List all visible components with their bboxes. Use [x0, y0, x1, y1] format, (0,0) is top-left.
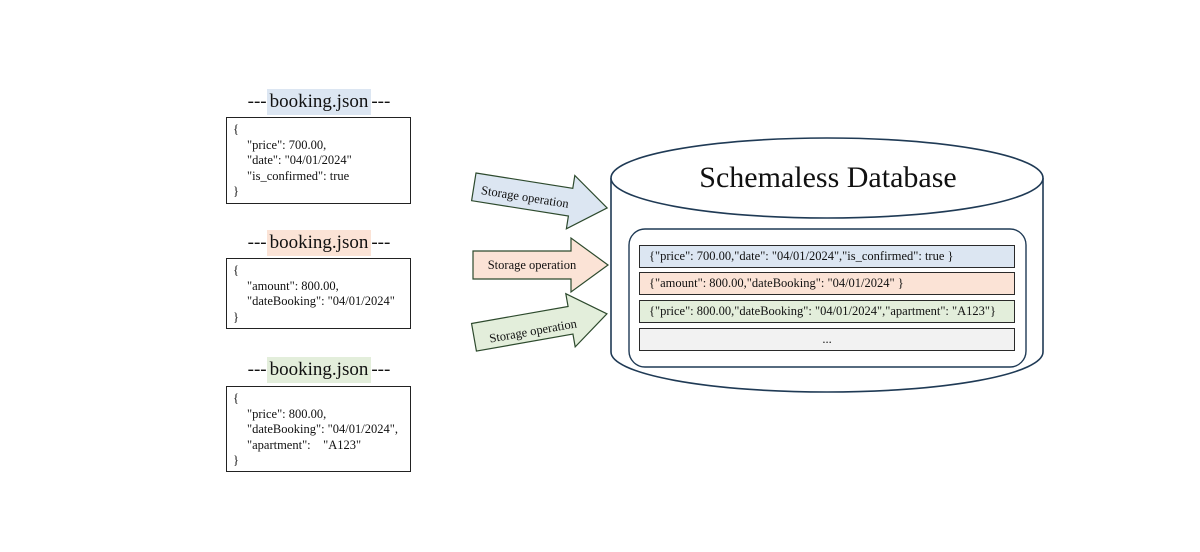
document-box-3: { "price": 800.00, "dateBooking": "04/01…: [226, 386, 411, 472]
storage-arrow-1: [470, 172, 609, 230]
json-line: {: [233, 122, 239, 136]
arrow-label-2: Storage operation: [487, 258, 577, 272]
title-dashes-right: ---: [371, 91, 391, 112]
json-line: "price": 700.00,: [247, 137, 327, 152]
json-line: }: [233, 309, 239, 324]
json-line: "dateBooking": "04/01/2024": [247, 294, 395, 308]
json-line: }: [233, 184, 239, 198]
json-line: "is_confirmed": true: [247, 168, 350, 183]
database-title: Schemaless Database: [699, 161, 957, 194]
database-record-ellipsis: ...: [639, 328, 1015, 351]
storage-arrow-3: [470, 292, 608, 352]
json-line: "amount": 800.00,: [247, 278, 339, 293]
storage-arrow-2: [472, 236, 610, 294]
json-line: {: [233, 263, 239, 277]
document-box-2: { "amount": 800.00, "dateBooking": "04/0…: [226, 258, 411, 329]
title-dashes-left: ---: [247, 91, 267, 112]
document-filename: booking.json: [266, 89, 372, 115]
database-record: {"price": 800.00,"dateBooking": "04/01/2…: [639, 300, 1015, 323]
json-line: "price": 800.00,: [247, 406, 327, 421]
title-dashes-right: ---: [371, 359, 391, 380]
document-title-2: --- booking.json ---: [226, 228, 412, 258]
json-line: "apartment": "A123": [247, 437, 362, 452]
json-line: }: [233, 453, 239, 467]
title-dashes-left: ---: [247, 359, 267, 380]
database-record: {"amount": 800.00,"dateBooking": "04/01/…: [639, 272, 1015, 295]
json-line: {: [233, 391, 239, 405]
json-line: "dateBooking": "04/01/2024",: [247, 422, 398, 436]
database-cylinder-top: [610, 137, 1044, 219]
document-filename: booking.json: [266, 357, 372, 383]
document-title-3: --- booking.json ---: [226, 355, 412, 385]
document-title-1: --- booking.json ---: [226, 87, 412, 117]
json-line: "date": "04/01/2024": [247, 153, 352, 167]
title-dashes-left: ---: [247, 232, 267, 253]
database-record: {"price": 700.00,"date": "04/01/2024","i…: [639, 245, 1015, 268]
title-dashes-right: ---: [371, 232, 391, 253]
document-filename: booking.json: [266, 230, 372, 256]
document-box-1: { "price": 700.00, "date": "04/01/2024" …: [226, 117, 411, 204]
